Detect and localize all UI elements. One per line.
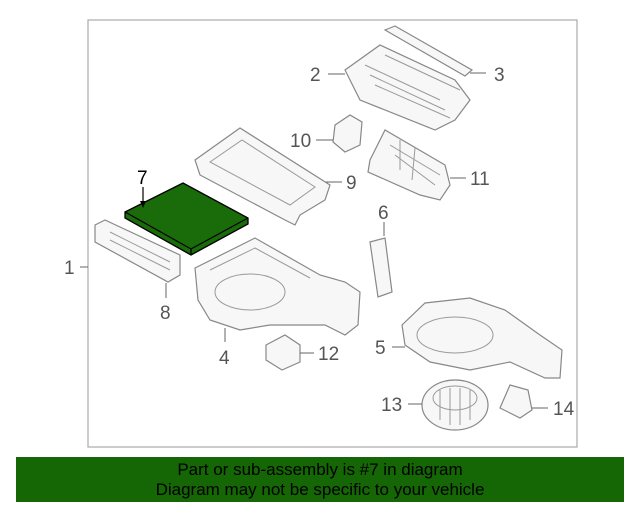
callout-1[interactable]: 1: [64, 258, 75, 279]
part-6-gasket[interactable]: [369, 237, 393, 298]
part-7-cabin-air-filter[interactable]: [124, 182, 249, 256]
part-4-lower-case[interactable]: [194, 237, 361, 336]
part-9-filter-frame[interactable]: [194, 127, 331, 226]
part-3-seal[interactable]: [383, 25, 474, 77]
callout-6[interactable]: 6: [378, 203, 389, 224]
callout-9[interactable]: 9: [346, 173, 357, 194]
callout-8[interactable]: 8: [160, 303, 171, 324]
callout-7[interactable]: 7: [137, 168, 148, 189]
diagram-frame: [87, 19, 578, 448]
part-10-actuator[interactable]: [332, 114, 363, 153]
callout-4[interactable]: 4: [219, 348, 230, 369]
part-2-housing[interactable]: [344, 44, 471, 131]
callout-11[interactable]: 11: [470, 169, 490, 190]
callout-5[interactable]: 5: [375, 338, 386, 359]
callout-14[interactable]: 14: [553, 399, 575, 420]
callout-13[interactable]: 13: [381, 395, 402, 416]
callout-2[interactable]: 2: [310, 65, 321, 86]
callout-12[interactable]: 12: [318, 344, 339, 365]
part-5-blower-case[interactable]: [401, 297, 563, 379]
banner-line-disclaimer: Diagram may not be specific to your vehi…: [155, 480, 485, 499]
callout-3[interactable]: 3: [494, 65, 505, 86]
info-banner: Part or sub-assembly is #7 in diagram Di…: [16, 457, 624, 502]
callout-10[interactable]: 10: [290, 131, 311, 152]
part-12-resistor[interactable]: [265, 334, 301, 371]
banner-line-part: Part or sub-assembly is #7 in diagram: [177, 460, 463, 479]
part-14-module[interactable]: [499, 384, 533, 419]
part-11-door[interactable]: [367, 129, 451, 201]
part-8-duct[interactable]: [94, 219, 181, 283]
part-13-blower-motor[interactable]: [421, 379, 489, 431]
